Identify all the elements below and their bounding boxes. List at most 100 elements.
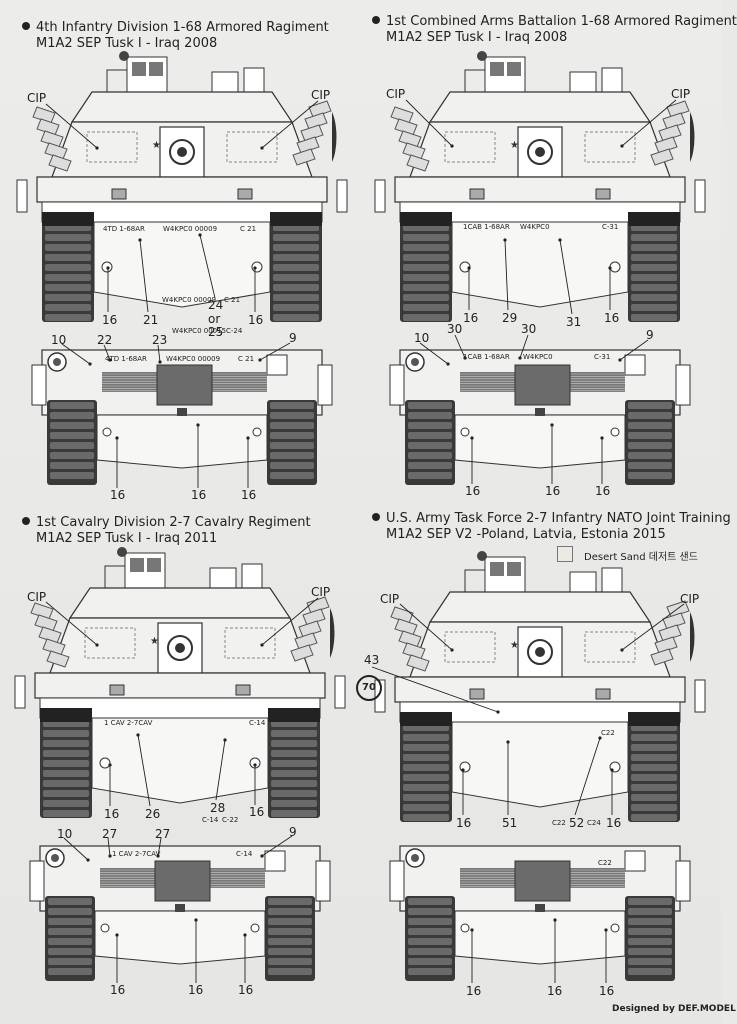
tow-pintle (535, 904, 545, 912)
track-link (271, 730, 317, 737)
track-link (631, 814, 677, 821)
era-block (658, 124, 682, 142)
s3-front-label: CIP (311, 585, 331, 599)
fender (268, 708, 320, 722)
side-mirror (389, 364, 405, 406)
track-link (628, 442, 672, 449)
leader-dot (620, 144, 624, 148)
leader-dot (194, 918, 198, 922)
leader-dot (600, 436, 604, 440)
tow-plate (624, 354, 646, 376)
track-link (408, 412, 452, 419)
desert-sand-swatch (557, 546, 573, 562)
leader-dot (450, 648, 454, 652)
track-link (48, 908, 92, 915)
leader-dot (446, 362, 450, 366)
cip-panel (86, 131, 138, 163)
track-link (628, 928, 672, 935)
sight-window (132, 62, 146, 76)
s1-rear-label: 16 (191, 488, 207, 502)
leader-dot (246, 436, 250, 440)
exhaust-door (154, 860, 211, 902)
s2-marking: 1CAB 1-68AR (463, 223, 510, 231)
track-link (408, 432, 452, 439)
cip-panel (584, 631, 636, 663)
headlight (595, 188, 611, 200)
leader-line (157, 837, 162, 857)
leader-dot (86, 858, 90, 862)
front-view-tank: ★ (374, 551, 706, 822)
leader-dot (604, 928, 608, 932)
era-block (46, 650, 70, 668)
leader-dot (260, 146, 264, 150)
tow-hook (251, 261, 263, 273)
leader-dot (108, 358, 112, 362)
section-1-title: 4th Infantry Division 1-68 Armored Ragim… (36, 20, 329, 35)
s3-front-label: 16 (104, 807, 120, 821)
track-link (273, 234, 319, 241)
s4-front-label: CIP (680, 592, 700, 606)
track-link (408, 948, 452, 955)
leader-line (107, 837, 111, 857)
leader-line (63, 837, 89, 861)
track-link (403, 264, 449, 271)
s3-rear-label: 9 (289, 825, 297, 839)
s3-marking: C-14 (249, 719, 266, 727)
track-link (45, 304, 91, 311)
track-link (403, 284, 449, 291)
mirror (334, 675, 346, 709)
legend-label: Desert Sand 데저트 샌드 (584, 552, 698, 563)
leader-dot (136, 733, 140, 737)
antenna-base (477, 551, 487, 561)
page-number: 70 (356, 675, 382, 701)
section-1-subtitle: M1A2 SEP Tusk I - Iraq 2008 (36, 36, 218, 51)
track-link (268, 928, 312, 935)
fender (40, 708, 92, 722)
lower-hull (451, 221, 629, 308)
era-block (654, 636, 678, 654)
section-4-title: U.S. Army Task Force 2-7 Infantry NATO J… (386, 511, 731, 526)
track-link (45, 254, 91, 261)
track-link (270, 472, 314, 479)
crosswind-sensor (601, 67, 623, 93)
track-link (403, 234, 449, 241)
track-link (628, 472, 672, 479)
gun-bore (175, 643, 185, 653)
s1-marking: W4KPC0 00009 (163, 225, 218, 233)
section-3-title: 1st Cavalry Division 2-7 Cavalry Regimen… (36, 515, 311, 530)
headlight (111, 188, 127, 200)
s1-front-label: CIP (311, 88, 331, 102)
rear-view-tank (389, 845, 691, 981)
track-link (48, 918, 92, 925)
track-link (50, 462, 94, 469)
track-link (45, 264, 91, 271)
s1-rear-label: 22 (97, 333, 113, 347)
track-link (403, 274, 449, 281)
track-link (50, 472, 94, 479)
track-link (408, 918, 452, 925)
track-link (268, 958, 312, 965)
cip-panel (584, 131, 636, 163)
leader-line (261, 597, 319, 646)
tow-plate (266, 354, 288, 376)
leader-dot (553, 918, 557, 922)
track-link (273, 304, 319, 311)
leader-dot (620, 648, 624, 652)
track-link (48, 928, 92, 935)
track-link (43, 760, 89, 767)
sight-window (490, 562, 504, 576)
leader-dot (253, 763, 257, 767)
leader-line (559, 239, 573, 315)
leader-line (621, 99, 677, 147)
mirror (694, 179, 706, 213)
sight-window (147, 558, 161, 572)
sight-window (507, 562, 521, 576)
track-link (48, 938, 92, 945)
track-link (403, 744, 449, 751)
leader-dot (467, 266, 471, 270)
leader-dot (610, 768, 614, 772)
leader-dot (156, 854, 160, 858)
track-link (628, 432, 672, 439)
track-link (403, 784, 449, 791)
lower-hull (93, 221, 271, 308)
